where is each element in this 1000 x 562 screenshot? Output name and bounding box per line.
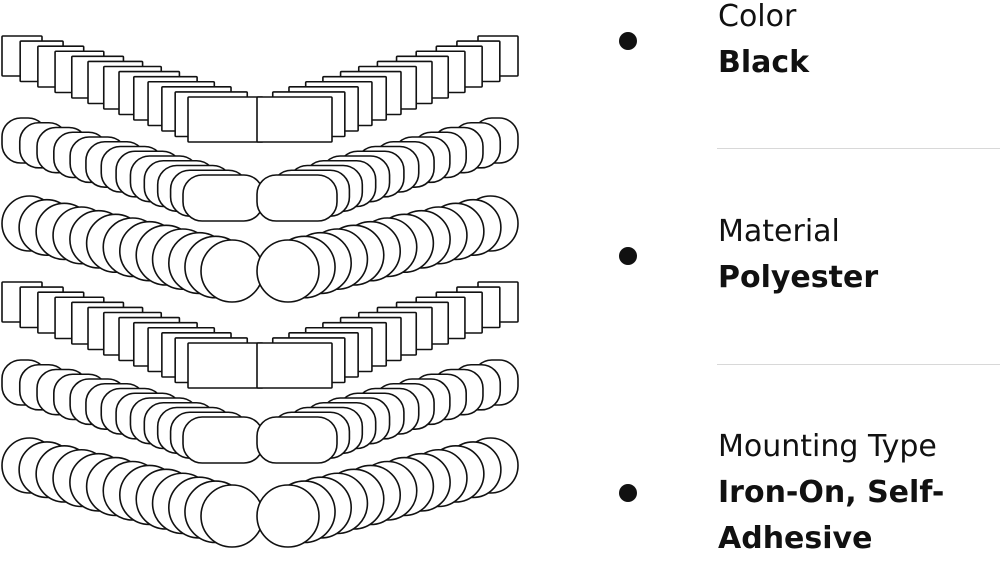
- patch-oval: [256, 416, 338, 464]
- patch-oval: [182, 416, 264, 464]
- patch-circle: [256, 239, 320, 303]
- attribute-value-mounting-type: Iron-On, Self-Adhesive: [718, 475, 945, 556]
- divider: [717, 148, 1000, 149]
- attribute-material: Material Polyester: [600, 150, 1000, 365]
- bullet-icon: [619, 247, 637, 265]
- patch-rect: [187, 96, 264, 143]
- product-image: [1, 35, 519, 548]
- bullet-icon: [619, 32, 637, 50]
- attribute-value-material: Polyester: [718, 260, 879, 295]
- patch-circle: [256, 484, 320, 548]
- patch-rect: [256, 342, 333, 389]
- bullet-icon: [619, 484, 637, 502]
- patch-rect: [256, 96, 333, 143]
- attribute-color: Color Black: [600, 0, 1000, 150]
- patch-oval: [182, 174, 264, 222]
- attribute-label-mounting-type: Mounting Type: [718, 429, 937, 464]
- patch-circle: [200, 484, 264, 548]
- attribute-value-color: Black: [718, 45, 810, 80]
- attribute-label-material: Material: [718, 214, 840, 249]
- attribute-label-color: Color: [718, 0, 797, 34]
- patch-oval: [256, 174, 338, 222]
- patch-rect: [187, 342, 264, 389]
- attribute-mounting-type: Mounting Type Iron-On, Self-Adhesive: [600, 365, 1000, 559]
- divider: [717, 364, 1000, 365]
- patch-circle: [200, 239, 264, 303]
